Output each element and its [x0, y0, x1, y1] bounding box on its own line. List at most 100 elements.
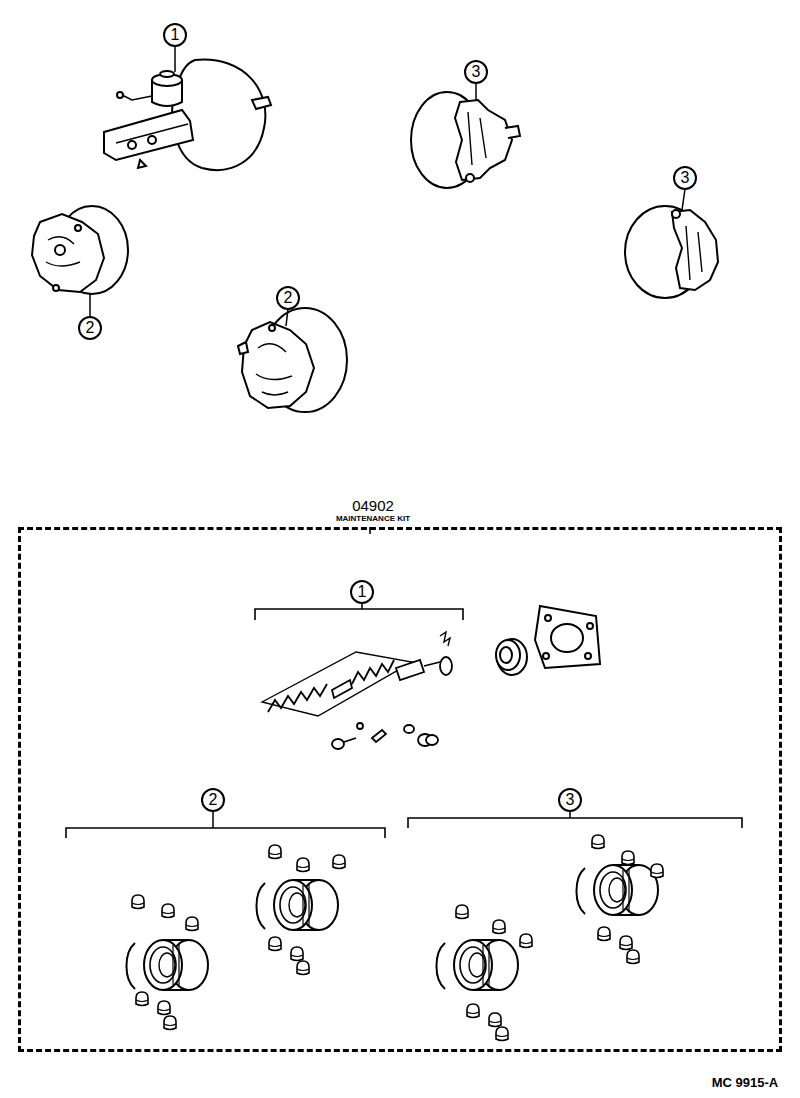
callout-number: 3: [681, 170, 690, 186]
piston-seal-kit: [436, 940, 518, 990]
master-cylinder-kit: [440, 657, 452, 675]
front-caliper: [269, 325, 275, 331]
master-cylinder: [252, 97, 271, 109]
dust-boot: [496, 1027, 508, 1041]
group-bracket: [255, 609, 463, 620]
group-bracket: [66, 828, 385, 838]
leader-line: [682, 189, 685, 210]
dust-boot: [493, 920, 505, 934]
rear-caliper: [672, 210, 718, 290]
callout-number: 3: [566, 792, 575, 808]
dust-boot: [620, 936, 632, 950]
front-caliper: [32, 206, 128, 294]
piston-seal-kit: [126, 940, 208, 990]
dust-boot: [186, 917, 198, 931]
dust-boot: [132, 895, 144, 909]
grommet: [497, 639, 527, 675]
front-caliper: [32, 214, 104, 292]
rear-caliper: [505, 126, 520, 138]
rear-caliper: [625, 206, 718, 298]
master-cylinder: [104, 60, 271, 170]
master-cylinder-kit: [352, 660, 394, 684]
master-cylinder-kit: [262, 652, 412, 716]
master-cylinder: [116, 124, 188, 143]
dust-boot: [456, 905, 468, 919]
rear-caliper: [686, 226, 702, 280]
master-cylinder: [138, 160, 146, 168]
leader-line: [361, 603, 363, 609]
callout-circle: [351, 581, 373, 603]
callout-circle: [79, 24, 696, 811]
master-cylinder: [122, 95, 152, 100]
front-caliper: [53, 285, 59, 291]
master-cylinder-kit: [372, 730, 386, 742]
callout-number: 2: [284, 290, 293, 306]
gasket: [587, 623, 593, 629]
callout-circle: [465, 61, 487, 83]
front-caliper: [256, 344, 292, 395]
group-bracket: [408, 818, 742, 828]
master-cylinder-kit: [426, 735, 438, 745]
rear-caliper: [411, 92, 520, 188]
callout-number: 2: [209, 792, 218, 808]
front-caliper: [46, 237, 80, 266]
master-cylinder-kit: [396, 660, 424, 680]
master-cylinder-kit: [404, 725, 414, 733]
callout-circle: [559, 789, 581, 811]
grommet: [500, 647, 512, 663]
rear-caliper: [468, 112, 486, 165]
dust-boot: [592, 835, 604, 849]
rear-caliper: [466, 174, 474, 182]
callout-number: 1: [358, 584, 367, 600]
callout-number: 3: [472, 64, 481, 80]
callout-circle: [79, 317, 101, 339]
dust-boot: [269, 845, 281, 859]
rear-caliper: [672, 210, 680, 218]
front-caliper: [242, 322, 314, 408]
kit-title: MAINTENANCE KIT: [336, 515, 410, 523]
gasket: [551, 624, 583, 652]
dust-boot: [136, 992, 148, 1006]
leader-line: [475, 83, 477, 100]
gasket: [535, 606, 600, 668]
dust-boot: [598, 927, 610, 941]
dust-boot: [333, 855, 345, 869]
dust-boot: [269, 937, 281, 951]
master-cylinder-kit: [344, 738, 356, 742]
dust-boot: [489, 1013, 501, 1027]
dust-boot: [291, 947, 303, 961]
gasket: [585, 653, 591, 659]
leader-line: [174, 46, 176, 72]
kit-box: 04902MAINTENANCE KIT: [18, 527, 782, 1052]
master-cylinder-kit: [332, 739, 344, 749]
callout-circle: [202, 789, 224, 811]
dust-boot: [467, 1004, 479, 1018]
grommet: [496, 639, 527, 675]
master-cylinder: [160, 71, 174, 77]
master-cylinder-kit: [424, 662, 440, 666]
dust-boot: [520, 934, 532, 948]
kit-number: 04902: [352, 498, 394, 513]
master-cylinder-kit: [440, 632, 450, 646]
master-cylinder-kit: [268, 684, 327, 712]
master-cylinder: [104, 110, 193, 160]
piston-seal-kit: [126, 865, 658, 990]
master-cylinder-kit: [332, 680, 352, 698]
callout-number: 1: [171, 27, 180, 43]
leader-line: [569, 811, 571, 818]
leader-line: [212, 811, 214, 828]
gasket: [535, 606, 600, 668]
front-caliper: [238, 308, 347, 412]
dust-boot: [162, 904, 174, 918]
dust-boot: [158, 1001, 170, 1015]
leader-line: [89, 294, 91, 317]
master-cylinder-kit: [262, 632, 452, 749]
callout-number: 2: [86, 320, 95, 336]
dust-boot: [132, 835, 663, 1041]
piston-seal-kit: [576, 865, 658, 915]
master-cylinder-kit: [357, 723, 363, 729]
master-cylinder: [117, 92, 123, 98]
figure-code: MC 9915-A: [712, 1076, 778, 1089]
master-cylinder: [128, 141, 136, 149]
